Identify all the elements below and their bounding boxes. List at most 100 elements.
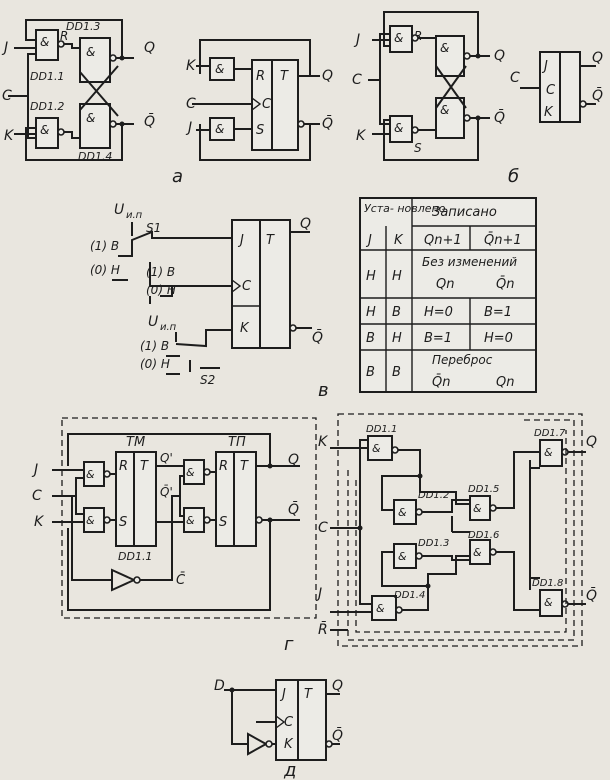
gate-amp-label: & — [473, 546, 482, 559]
gate-amp-label: & — [186, 514, 195, 527]
input-k-label: K — [34, 514, 45, 530]
diagram-a: & & & & DD1.3 DD1.1 DD1.2 DD1.4 R J C K … — [1, 19, 333, 187]
input-c-label: C — [510, 70, 520, 86]
output-q-label: Q — [494, 48, 505, 64]
cell-qbar: Q̄n — [496, 277, 514, 292]
gate-amp-label: & — [86, 45, 95, 59]
gate-label: DD1.6 — [468, 530, 499, 541]
gate-label: DD1.8 — [532, 578, 563, 589]
ff-r: R — [119, 459, 128, 474]
ff-r: R — [219, 459, 228, 474]
gate-amp-label: & — [86, 514, 95, 527]
gate-amp-label: & — [394, 31, 403, 45]
label-qprimebar: Q̄' — [160, 485, 173, 499]
ff-r: R — [256, 69, 265, 84]
input-j-label: J — [353, 32, 360, 48]
input-k-label: K — [186, 58, 197, 74]
inverter-bubble — [57, 128, 65, 136]
col-qbar: Q̄n+1 — [484, 233, 522, 248]
cell-k: Н — [392, 269, 402, 284]
input-k-label: K — [356, 128, 367, 144]
col-j: J — [365, 233, 372, 248]
input-d-label: D — [214, 678, 225, 694]
input-c-label: C — [186, 96, 196, 112]
level-h3: (0) Н — [140, 357, 170, 371]
gate-amp-label: & — [215, 122, 224, 136]
gate-label: DD1.7 — [534, 428, 566, 439]
level-b2: (1) В — [146, 265, 175, 279]
gate-dd13 — [79, 37, 111, 83]
output-qbar-label: Q̄ — [288, 500, 299, 518]
col-k: K — [394, 233, 404, 248]
dashed-frame — [337, 413, 583, 647]
input-j-label: J — [1, 40, 8, 56]
cell-qbar: Qn — [496, 375, 514, 390]
jk-block-d — [275, 679, 327, 761]
gate — [435, 35, 465, 77]
gate-amp-label: & — [398, 550, 407, 563]
output-q-label: Q — [592, 50, 603, 66]
input-c-label: C — [318, 520, 328, 536]
output-q-label: Q — [300, 216, 311, 232]
ff-k: K — [544, 105, 554, 120]
gate-label: DD1.1 — [118, 550, 152, 563]
caption-b: б — [508, 166, 519, 187]
r-label: R — [60, 29, 68, 43]
level-b3: (1) В — [140, 339, 169, 353]
cell-k: Н — [392, 331, 402, 346]
cell-merged: Переброс — [432, 353, 493, 367]
gate-amp-label: & — [398, 506, 407, 519]
gate-amp-label: & — [86, 468, 95, 481]
ff-s: S — [219, 515, 227, 530]
switch-s2: S2 — [200, 373, 215, 387]
ff-master — [115, 451, 157, 547]
cell-j: В — [366, 331, 375, 346]
ff-t: T — [280, 69, 289, 84]
header-written: Записано — [432, 205, 497, 220]
output-q-label: Q — [288, 452, 299, 468]
gate-amp-label: & — [544, 446, 553, 459]
input-j-label: J — [315, 586, 322, 602]
gate-label: DD1.2 — [418, 490, 449, 501]
gate-amp-label: & — [473, 502, 482, 515]
caption-v: в — [318, 380, 329, 401]
truth-table: Уста- новлено Записано J K Qn+1 Q̄n+1 Н … — [359, 197, 537, 393]
gate-label: DD1.3 — [418, 538, 449, 549]
header-set: Уста- новлено — [364, 202, 446, 215]
gate-amp-label: & — [372, 442, 381, 455]
cell-q: Q̄n — [432, 375, 450, 390]
cell-j: Н — [366, 269, 376, 284]
col-q: Qn+1 — [424, 233, 462, 248]
supply-u1-sub: и.п — [126, 210, 143, 221]
gate-amp-label: & — [394, 121, 403, 135]
gate-amp-label: & — [376, 602, 385, 615]
ff-j: J — [279, 687, 286, 702]
ff-c: C — [262, 97, 272, 112]
output-qbar-label: Q̄ — [312, 328, 323, 346]
output-qbar-label: Q̄ — [322, 114, 333, 132]
inverter-bubble — [109, 120, 117, 128]
label-tp: ТП — [228, 435, 246, 450]
diagram-b: & & & & R S J C K Q Q̄ J C K C Q Q̄ б — [352, 11, 603, 187]
ff-c: C — [284, 715, 294, 730]
gate-amp-label: & — [440, 103, 449, 117]
diagram-g: & & & & R T S R T S ТМ ТП DD1.1 J C K Q'… — [31, 417, 317, 655]
ff-t: T — [140, 459, 149, 474]
cell-k: В — [392, 305, 401, 320]
table-frame — [359, 197, 537, 393]
gate-label-dd11: DD1.1 — [30, 70, 64, 83]
gate-amp-label: & — [440, 41, 449, 55]
gate-label: DD1.5 — [468, 484, 499, 495]
output-qbar-label: Q̄ — [494, 108, 505, 126]
gate-amp-label: & — [186, 466, 195, 479]
gate-amp-label: & — [40, 123, 49, 137]
ff-k: K — [240, 321, 250, 336]
caption-a: а — [172, 166, 183, 187]
cell-k: В — [392, 365, 401, 380]
output-q-label: Q — [144, 40, 155, 56]
output-qbar-label: Q̄ — [144, 112, 155, 130]
input-k-label: K — [318, 434, 329, 450]
gate-label-dd13: DD1.3 — [66, 20, 100, 33]
